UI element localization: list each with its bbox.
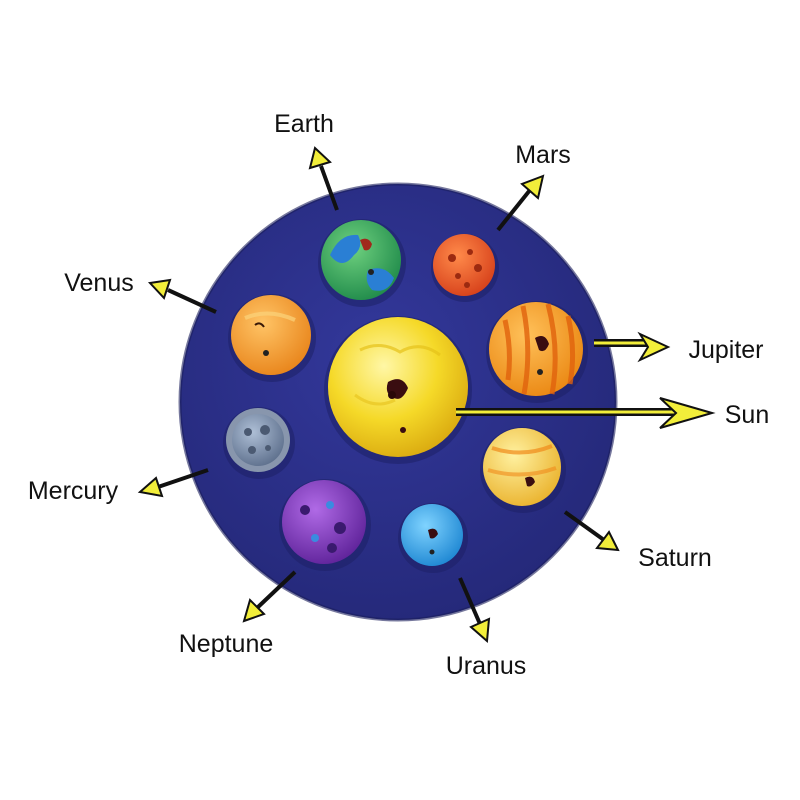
arrow-earth xyxy=(308,146,339,211)
label-sun: Sun xyxy=(725,401,769,429)
label-mercury: Mercury xyxy=(28,477,119,505)
sun-bubble[interactable] xyxy=(324,316,472,464)
venus-bubble[interactable] xyxy=(228,294,316,382)
arrow-mercury xyxy=(137,468,209,498)
arrow-jupiter xyxy=(594,331,671,363)
arrow-saturn xyxy=(563,510,620,552)
label-mars: Mars xyxy=(515,141,571,169)
mercury-bubble[interactable] xyxy=(223,407,295,479)
label-saturn: Saturn xyxy=(638,544,712,572)
label-venus: Venus xyxy=(64,269,134,297)
arrow-neptune xyxy=(242,570,297,623)
neptune-bubble[interactable] xyxy=(279,479,371,571)
label-neptune: Neptune xyxy=(179,630,274,658)
label-jupiter: Jupiter xyxy=(688,336,763,364)
mars-bubble[interactable] xyxy=(431,234,499,302)
jupiter-bubble[interactable] xyxy=(486,301,588,403)
arrow-sun xyxy=(456,397,716,429)
arrow-uranus xyxy=(458,577,491,644)
earth-bubble[interactable] xyxy=(318,219,406,307)
uranus-bubble[interactable] xyxy=(398,503,468,573)
label-earth: Earth xyxy=(274,110,334,138)
arrow-mars xyxy=(496,174,545,232)
label-uranus: Uranus xyxy=(446,652,527,680)
saturn-bubble[interactable] xyxy=(480,427,566,513)
arrow-venus xyxy=(147,278,217,314)
